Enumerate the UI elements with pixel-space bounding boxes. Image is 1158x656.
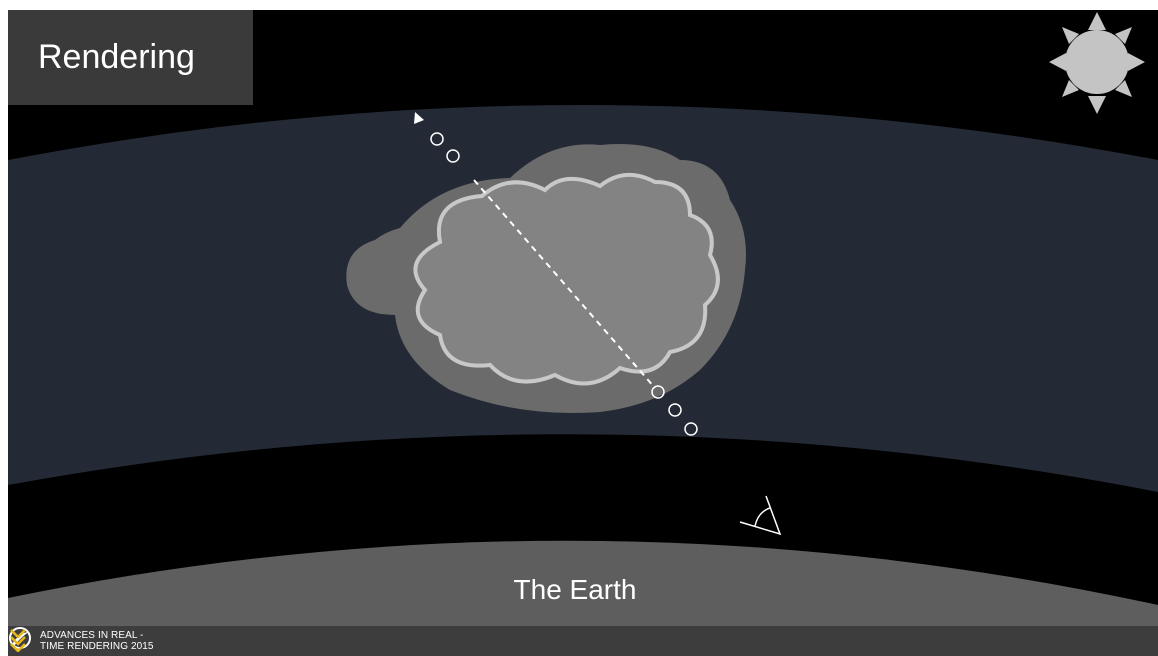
footer-text-line1: ADVANCES IN REAL - [40, 630, 144, 641]
chevron-logo-icon [10, 629, 26, 652]
ray-sample-point [684, 422, 698, 436]
slide-title-box: Rendering [8, 10, 253, 105]
sun-icon [1049, 12, 1145, 114]
footer-bar: ADVANCES IN REAL - TIME RENDERING 2015 [8, 626, 1158, 656]
earth-label: The Earth [513, 574, 637, 605]
footer-text-line2: TIME RENDERING 2015 [40, 641, 154, 652]
earth-surface [8, 540, 1158, 626]
eye-viewer-icon [739, 495, 782, 536]
ray-sample-point [430, 132, 444, 146]
arrow-head-icon [414, 112, 424, 124]
slide-title: Rendering [38, 38, 195, 76]
ray-sample-point [446, 149, 460, 163]
ray-sample-point [651, 385, 665, 399]
ray-segment-dashed [473, 179, 656, 389]
ray-sample-point [668, 403, 682, 417]
cloud-inner [413, 173, 720, 386]
